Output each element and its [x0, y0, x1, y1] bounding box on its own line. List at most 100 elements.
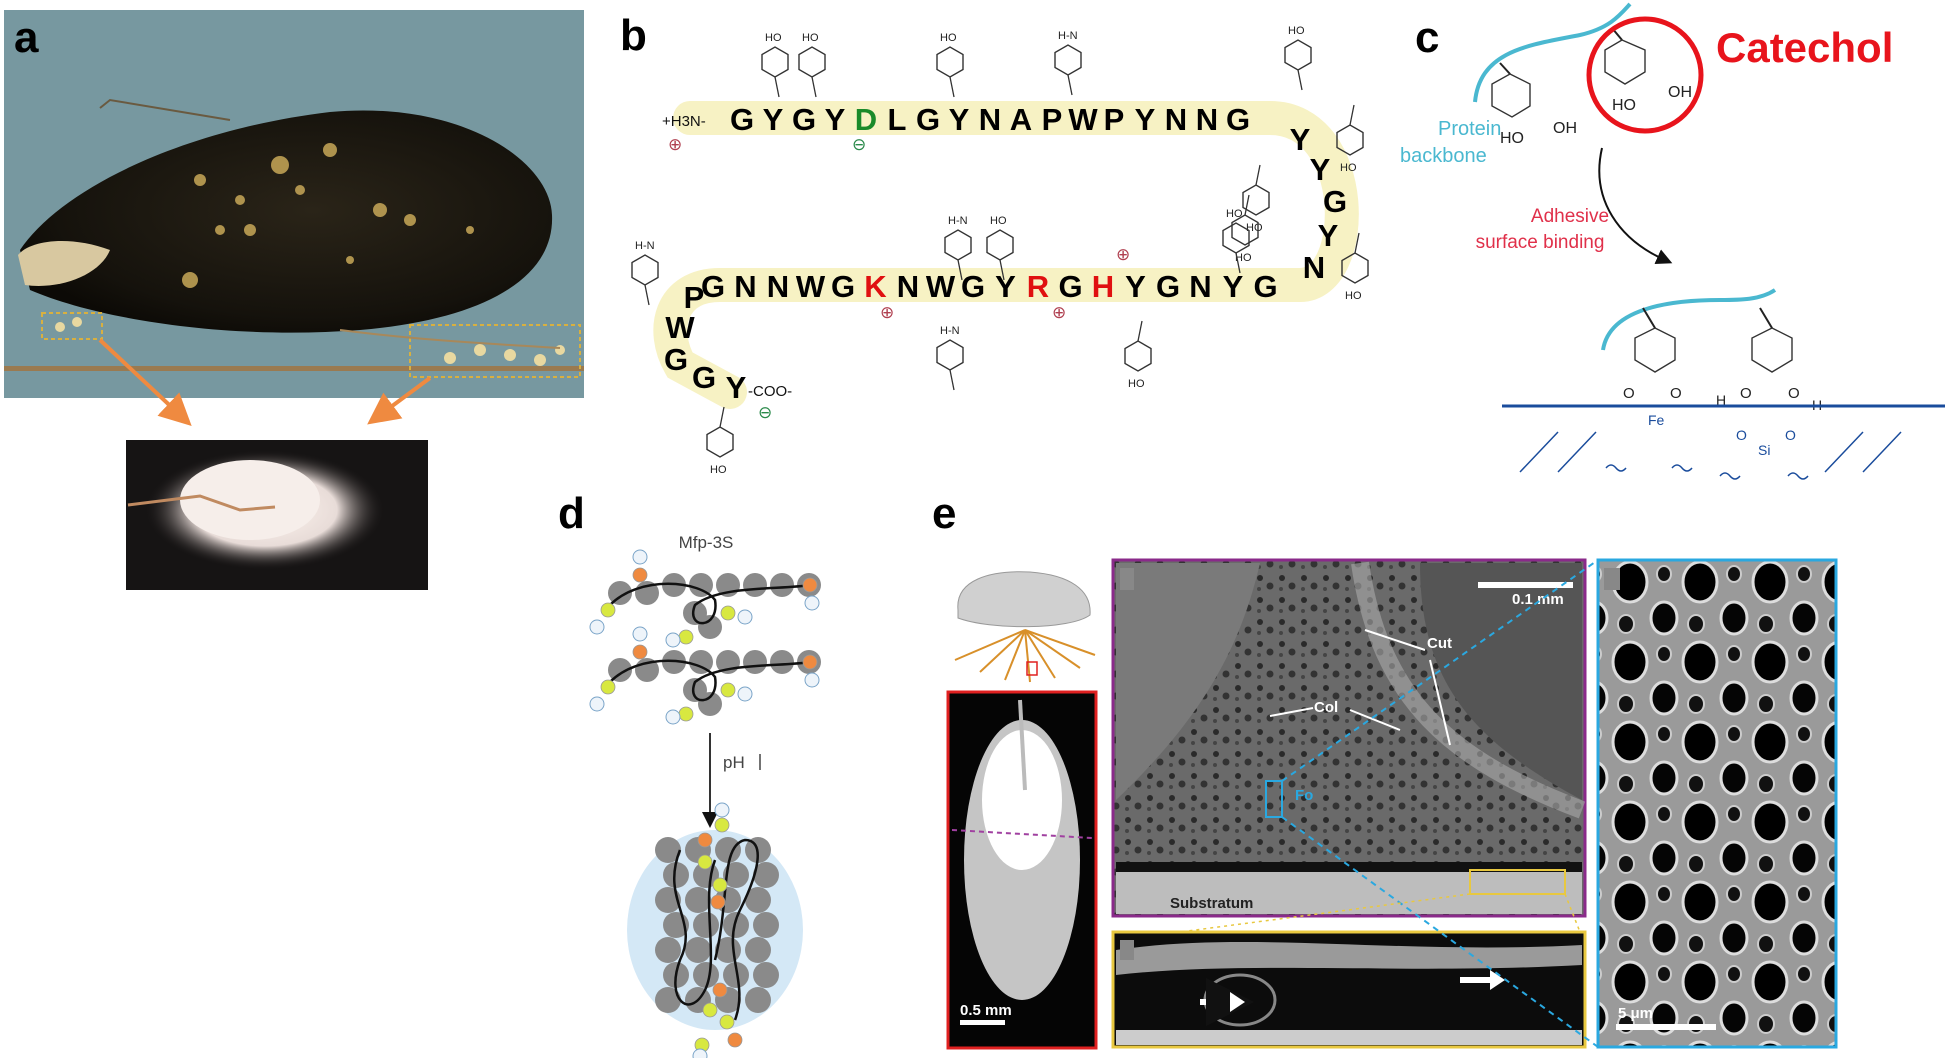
- residue-G: G: [831, 269, 855, 304]
- residue-N: N: [897, 269, 919, 304]
- residue-G: G: [916, 102, 940, 137]
- residue-K: K: [864, 269, 887, 304]
- bound-backbone-strand: [1601, 288, 1777, 351]
- panel-label-c: c: [1415, 13, 1439, 62]
- residue-A: A: [1010, 102, 1032, 137]
- residue-Y: Y: [1290, 122, 1311, 157]
- cuticle-label: Cut: [1427, 635, 1452, 652]
- charged-residue: [714, 817, 730, 833]
- scale-bar-5-um: 5 μm: [1618, 1005, 1653, 1022]
- residue-Y: Y: [949, 102, 970, 137]
- residue-P: P: [684, 280, 705, 315]
- hydroxyl-label: H-N: [1058, 30, 1078, 42]
- residue-bead: [745, 937, 771, 963]
- oh-label: OH: [1553, 120, 1577, 137]
- charge-plus-n-term: ⊕: [668, 135, 682, 154]
- charged-residue: [702, 1002, 718, 1018]
- mfp-3s-title: Mfp-3S: [679, 533, 734, 552]
- hydroxyl-label: HO: [1288, 25, 1305, 37]
- residue-N: N: [734, 269, 756, 304]
- n-terminus: +H3N-: [662, 113, 706, 130]
- charged-residue: [719, 1014, 735, 1030]
- binding-arrow: [1598, 147, 1673, 265]
- residue-G: G: [730, 102, 754, 137]
- residue-bead: [693, 912, 719, 938]
- o-label: O: [1623, 385, 1635, 402]
- residue-H: H: [1092, 269, 1114, 304]
- side-chain-ring: H-N: [631, 240, 659, 306]
- arrow-to-inset-right: [367, 376, 432, 425]
- residue-P: P: [1104, 102, 1125, 137]
- side-chain-ring: HO: [1336, 104, 1364, 174]
- ho-label: HO: [1612, 97, 1636, 114]
- hydroxyl-label: HO: [802, 32, 819, 44]
- residue-G: G: [961, 269, 985, 304]
- side-chain-ring: HO: [1341, 232, 1369, 302]
- residue-bead: [753, 962, 779, 988]
- side-chain-ring: H-N: [936, 325, 964, 391]
- hydroxyl-label: HO: [1128, 378, 1145, 390]
- side-chain-ring: HO: [1242, 164, 1270, 234]
- side-chain-ring: HO: [798, 32, 826, 98]
- hydroxyl-label: H-N: [940, 325, 960, 337]
- oh-label: OH: [1668, 84, 1692, 101]
- panel-c: c Protein backbone HO OH HO OH Catechol …: [1400, 2, 1945, 480]
- fe-label: Fe: [1648, 412, 1665, 428]
- residue-bead: [685, 887, 711, 913]
- catechol-molecule-2: HO OH: [1604, 27, 1692, 114]
- si-bound-catechol: O O H H O O Si: [1716, 307, 1822, 458]
- side-chain-ring: HO: [1231, 194, 1259, 264]
- surface-hatching: [1519, 431, 1902, 480]
- residue-N: N: [1196, 102, 1218, 137]
- residue-Y: Y: [1310, 152, 1331, 187]
- charged-residue: [727, 1032, 743, 1048]
- residue-L: L: [888, 102, 907, 137]
- residue-D: D: [855, 102, 877, 137]
- panel-label-e: e: [932, 489, 956, 538]
- hydroxyl-label: HO: [1246, 222, 1263, 234]
- residue-G: G: [792, 102, 816, 137]
- side-chain-ring: H-N: [944, 215, 972, 281]
- plaque-sem-cross-section: 0.1 mm Cut Col Fo Substratum: [1111, 558, 1587, 918]
- o-label: O: [1740, 385, 1752, 402]
- residue-Y: Y: [763, 102, 784, 137]
- hydroxyl-label: HO: [1235, 252, 1252, 264]
- residue-bead: [655, 937, 681, 963]
- hydroxyl-label: H-N: [635, 240, 655, 252]
- residue-bead: [693, 962, 719, 988]
- residue-bead: [745, 887, 771, 913]
- residue-bead: [753, 862, 779, 888]
- side-chain-ring: HO: [706, 406, 734, 476]
- plaque-highlight-left: [41, 312, 103, 340]
- charged-residue: [697, 854, 713, 870]
- catechol-highlight-circle: [1586, 16, 1704, 134]
- foam-pore-sem: 5 μm: [1596, 558, 1838, 1049]
- panel-a: a: [4, 10, 584, 590]
- residue-G: G: [1323, 184, 1347, 219]
- protein-backbone-label-2: backbone: [1400, 145, 1487, 167]
- side-chain-ring: HO: [761, 32, 789, 98]
- residue-N: N: [767, 269, 789, 304]
- ph-label: pH: [723, 753, 745, 772]
- residue-N: N: [1303, 250, 1325, 285]
- residue-G: G: [1058, 269, 1082, 304]
- hydroxyl-label: HO: [940, 32, 957, 44]
- charged-residue: [712, 982, 728, 998]
- residue-bead: [715, 837, 741, 863]
- scale-bar-0-1-mm: 0.1 mm: [1512, 591, 1564, 608]
- hydroxyl-label: HO: [1340, 162, 1357, 174]
- adhesive-label-2: surface binding: [1476, 232, 1605, 253]
- residue-N: N: [979, 102, 1001, 137]
- residue-W: W: [1068, 102, 1098, 137]
- side-chain-ring: HO: [1284, 25, 1312, 91]
- coacervate-contents: [655, 802, 779, 1058]
- si-label: Si: [1758, 442, 1770, 458]
- residue-bead: [655, 887, 681, 913]
- panel-e: e 0.5 mm 0.1 mm: [932, 489, 1838, 1050]
- counter-ion: [692, 1048, 708, 1058]
- arrow-to-inset-left: [98, 338, 192, 426]
- residue-bead: [663, 862, 689, 888]
- fe-bound-catechol: O O Fe: [1623, 307, 1682, 428]
